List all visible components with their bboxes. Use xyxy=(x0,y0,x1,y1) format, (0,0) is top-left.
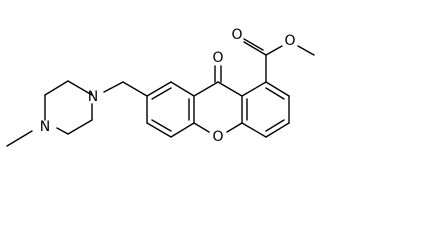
bond xyxy=(241,81,267,97)
bond xyxy=(44,80,69,96)
atom-label-oxygen-ester-single: O xyxy=(284,33,295,49)
bond xyxy=(265,119,285,132)
bond xyxy=(265,122,290,138)
bond xyxy=(122,81,148,97)
atom-label-oxygen-ester-double: O xyxy=(231,27,242,43)
bond xyxy=(67,119,93,135)
bond-group xyxy=(6,38,315,147)
bond xyxy=(265,81,290,97)
bond xyxy=(170,122,195,138)
bond xyxy=(193,81,219,97)
bond xyxy=(170,81,195,97)
bond xyxy=(6,130,33,147)
bond xyxy=(241,122,267,138)
bond xyxy=(265,45,283,56)
atom-label-oxygen-carbonyl: O xyxy=(212,50,223,66)
bond xyxy=(151,87,172,100)
bond xyxy=(103,81,124,93)
bond xyxy=(226,122,243,133)
bond xyxy=(297,45,315,56)
bond xyxy=(243,38,264,51)
bond xyxy=(56,127,69,135)
bond xyxy=(146,122,172,138)
bond xyxy=(193,122,210,133)
bond xyxy=(151,119,172,132)
bond xyxy=(265,87,285,100)
bond xyxy=(146,81,172,97)
atom-label-oxygen-ring: O xyxy=(212,129,223,145)
bond xyxy=(243,41,267,56)
bond xyxy=(67,80,93,96)
atom-label-group: N N O O O O xyxy=(40,27,296,145)
bond xyxy=(217,81,243,97)
atom-label-nitrogen-linker: N xyxy=(88,89,98,105)
chemical-structure: N N O O O O xyxy=(6,27,315,147)
atom-label-nitrogen-methyl: N xyxy=(40,119,50,135)
